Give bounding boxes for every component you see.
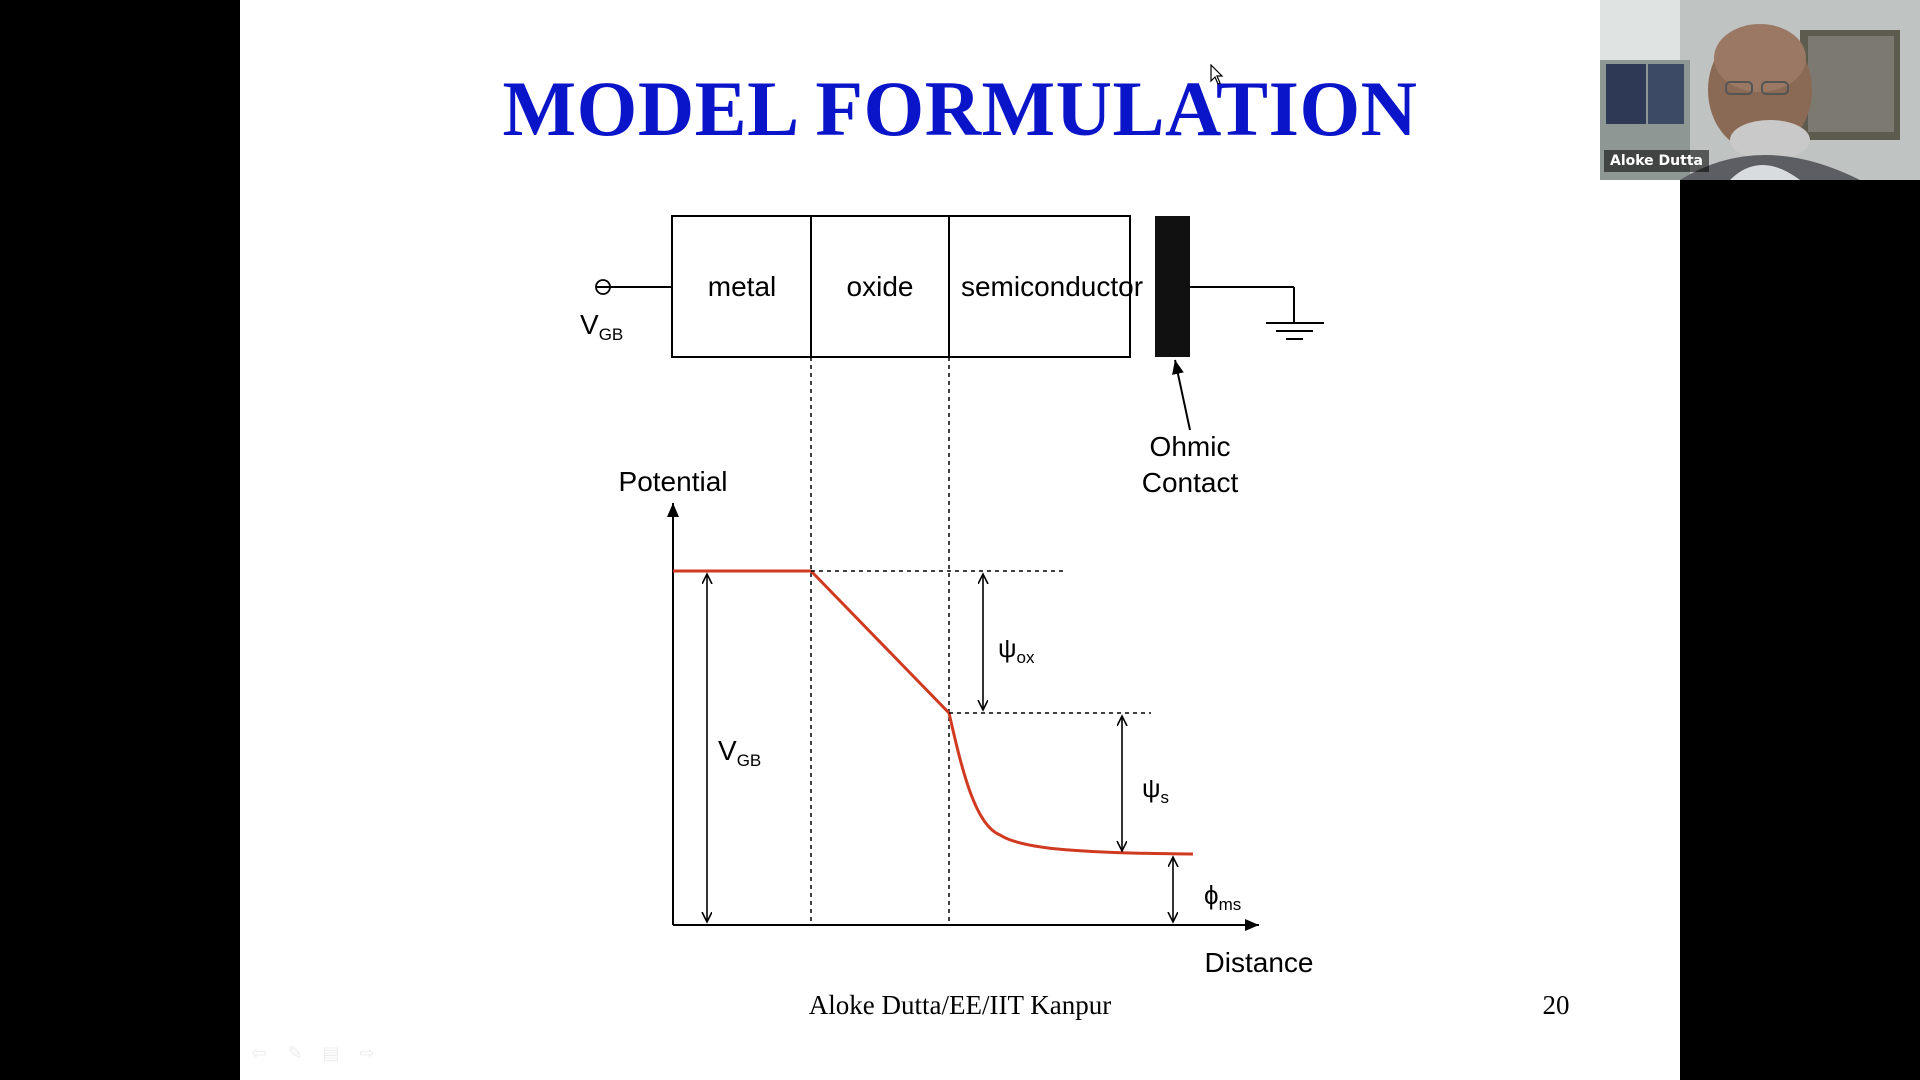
slideshow-nav: ⇦ ✎ ▤ ⇨ [248,1042,378,1064]
participant-video[interactable]: Aloke Dutta [1600,0,1920,180]
presentation-slide: MODEL FORMULATION metal oxide semiconduc… [240,0,1680,1080]
contact-label: Contact [1142,467,1239,498]
y-axis-label: Potential [619,466,728,497]
terminal-vgb-label: VGB [580,309,623,344]
region-semiconductor-label: semiconductor [961,271,1143,302]
region-oxide-label: oxide [847,271,914,302]
phi-ms-label: ϕms [1204,880,1241,914]
mos-diagram: metal oxide semiconductor VGB Ohmic [240,0,1680,1080]
pen-icon[interactable]: ✎ [284,1042,306,1064]
slide-footer: Aloke Dutta/EE/IIT Kanpur [240,990,1680,1021]
mos-structure: metal oxide semiconductor VGB Ohmic [580,216,1324,498]
next-arrow-icon[interactable]: ⇨ [356,1042,378,1064]
menu-icon[interactable]: ▤ [320,1042,342,1064]
potential-curve [673,571,1193,854]
ohmic-contact-bar [1155,216,1190,357]
vgb-dimension-label: VGB [718,735,761,770]
ground-icon [1190,287,1324,339]
slide-number: 20 [1526,990,1586,1021]
psi-ox-label: ψox [998,633,1035,667]
ohmic-contact-arrow [1175,360,1190,430]
previous-arrow-icon[interactable]: ⇦ [248,1042,270,1064]
psi-s-label: ψs [1142,773,1169,807]
x-axis-label: Distance [1205,947,1314,978]
region-metal-label: metal [708,271,776,302]
participant-name: Aloke Dutta [1604,150,1709,172]
ohmic-label: Ohmic [1150,431,1231,462]
mouse-cursor-icon [1210,64,1224,86]
